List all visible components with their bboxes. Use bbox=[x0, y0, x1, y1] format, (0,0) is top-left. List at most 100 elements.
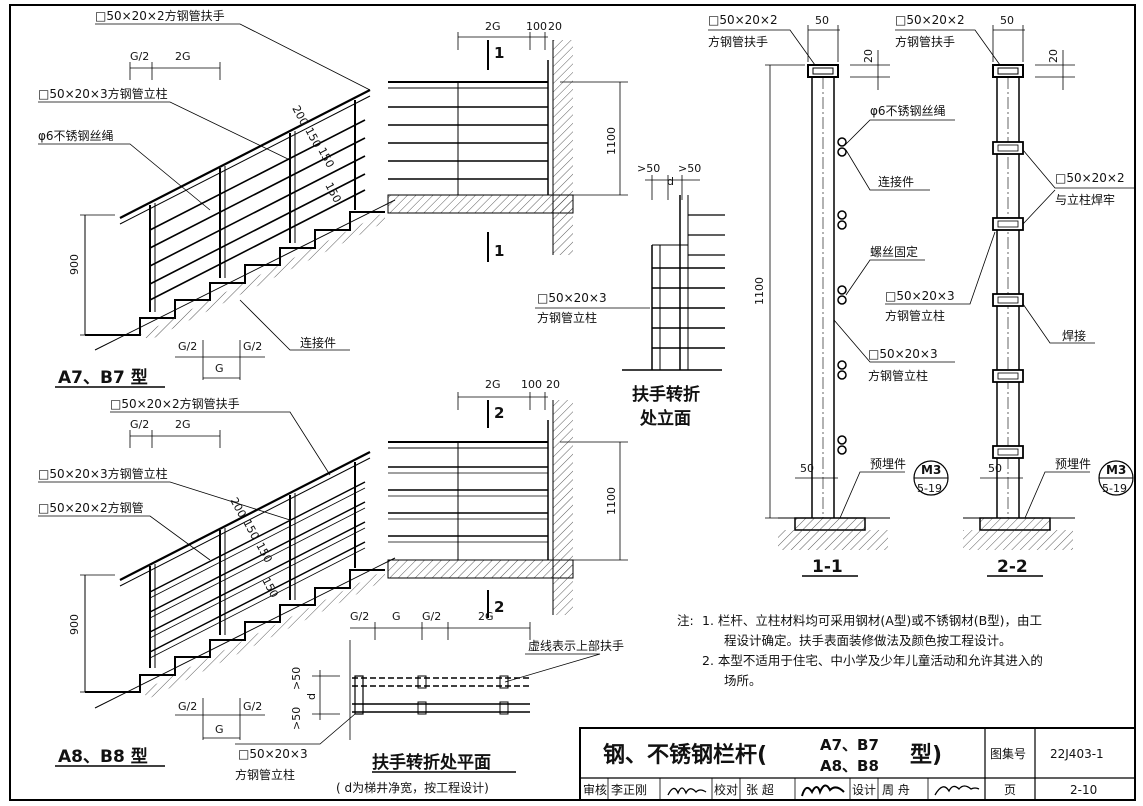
ref1-top: M3 bbox=[921, 463, 941, 477]
page-label: 页 bbox=[1004, 783, 1016, 797]
s11-rail-spec: □50×20×2 bbox=[708, 13, 778, 27]
turn-dim-gt50-r: >50 bbox=[678, 162, 701, 175]
turn-post-name: 方钢管立柱 bbox=[537, 310, 597, 325]
s11-screw: 螺丝固定 bbox=[870, 244, 918, 259]
s22-rail-spec: □50×20×2 bbox=[895, 13, 965, 27]
a7-dim-2g: 2G bbox=[175, 50, 191, 63]
a7-side-elevation bbox=[387, 32, 628, 262]
s11-cable: φ6不锈钢丝绳 bbox=[870, 104, 946, 118]
a7-handrail-label: □50×20×2方钢管扶手 bbox=[95, 8, 225, 23]
a7-elevation bbox=[38, 23, 396, 388]
a7s-dim-100: 100 bbox=[526, 20, 547, 33]
sheet-border bbox=[9, 4, 1136, 801]
plan-dim-gt50-b: >50 bbox=[290, 707, 303, 730]
a8-rail-label: □50×20×2方钢管 bbox=[38, 500, 144, 515]
a8-side-elevation bbox=[387, 392, 628, 618]
review-signature bbox=[667, 787, 707, 796]
a8-dim-g2: G/2 bbox=[130, 418, 149, 431]
a7-dim-200: 200 bbox=[289, 103, 310, 128]
title-block-text: 钢、不锈钢栏杆( A7、B7 A8、B8 型) 图集号 22J403-1 页 2… bbox=[583, 736, 1104, 797]
plan-dim-d: d bbox=[305, 693, 318, 700]
a7s-dim-1100: 1100 bbox=[605, 127, 618, 155]
s11-title: 1-1 bbox=[812, 557, 843, 577]
a8-handrail-label: □50×20×2方钢管扶手 bbox=[110, 396, 240, 411]
turn-plan-sub: ( d为梯井净宽，按工程设计) bbox=[336, 780, 489, 795]
design-signature bbox=[934, 785, 980, 796]
a7-dim-g2-bl: G/2 bbox=[178, 340, 197, 353]
s22-dim-50: 50 bbox=[1000, 14, 1014, 27]
turn-post-spec: □50×20×3 bbox=[537, 291, 607, 305]
turn-dim-d: d bbox=[667, 175, 674, 188]
a7s-dim-20: 20 bbox=[548, 20, 562, 33]
a7-side-text: 2G 100 20 1100 1 1 bbox=[485, 20, 618, 260]
s22-post-spec: □50×20×3 bbox=[885, 289, 955, 303]
section-2-2 bbox=[885, 25, 1135, 577]
turn-elev-title-1: 扶手转折 bbox=[632, 384, 700, 405]
title-block bbox=[579, 727, 1136, 801]
a8-dim-g2-br: G/2 bbox=[243, 700, 262, 713]
a8-dim-150c: 150 bbox=[259, 575, 280, 600]
title-code-bottom: A8、B8 bbox=[820, 757, 879, 775]
section-1-1 bbox=[708, 25, 955, 577]
s11-dim-50-b: 50 bbox=[800, 462, 814, 475]
note-1a: 1. 栏杆、立柱材料均可采用钢材(A型)或不锈钢材(B型)，由工 bbox=[702, 613, 1042, 628]
plan-dim-gt50-a: >50 bbox=[290, 667, 303, 690]
note-2a: 2. 本型不适用于住宅、中小学及少年儿童活动和允许其进入的 bbox=[702, 653, 1043, 668]
s22-dim-50-b: 50 bbox=[988, 462, 1002, 475]
a8s-dim-100: 100 bbox=[521, 378, 542, 391]
ref2-top: M3 bbox=[1106, 463, 1126, 477]
s11-post-spec: □50×20×3 bbox=[868, 347, 938, 361]
a8s-dim-20: 20 bbox=[546, 378, 560, 391]
review-name: 李正刚 bbox=[611, 782, 647, 797]
turn-dim-gt50-l: >50 bbox=[637, 162, 660, 175]
title-main: 钢、不锈钢栏杆( bbox=[603, 742, 767, 768]
turn-plan-text: G/2 G G/2 2G >50 d >50 虚线表示上部扶手 □50×20×3… bbox=[235, 610, 624, 795]
s11-dim-20: 20 bbox=[862, 49, 875, 63]
check-label: 校对 bbox=[714, 782, 738, 797]
a7-dim-150b: 150 bbox=[315, 145, 336, 170]
note-1b: 程设计确定。扶手表面装修做法及颜色按工程设计。 bbox=[724, 633, 1012, 648]
a8-side-text: 2G 100 20 1100 2 2 bbox=[485, 378, 618, 616]
a8-dim-2g: 2G bbox=[175, 418, 191, 431]
s11-embed: 预埋件 bbox=[870, 457, 906, 471]
a7-dim-900: 900 bbox=[68, 254, 81, 275]
design-label: 设计 bbox=[852, 783, 876, 797]
ref-symbol-1: M3 5-19 bbox=[913, 460, 949, 496]
s22-weld-name: 与立柱焊牢 bbox=[1055, 192, 1115, 207]
a8s-sec-2-bot: 2 bbox=[494, 598, 504, 616]
a8-dim-150a: 150 bbox=[240, 517, 261, 542]
a7s-sec-1-top: 1 bbox=[494, 44, 504, 62]
a7-cable-label: φ6不锈钢丝绳 bbox=[38, 129, 114, 143]
atlas-no: 22J403-1 bbox=[1050, 747, 1104, 761]
s11-dim-1100: 1100 bbox=[753, 277, 766, 305]
a7-post-label: □50×20×3方钢管立柱 bbox=[38, 86, 168, 101]
plan-dashed-note: 虚线表示上部扶手 bbox=[528, 638, 624, 653]
s22-dim-20: 20 bbox=[1047, 49, 1060, 63]
a8-elevation bbox=[38, 411, 396, 767]
a8-dim-g2-bl: G/2 bbox=[178, 700, 197, 713]
plan-post-name: 方钢管立柱 bbox=[235, 767, 295, 782]
section-2-2-text: □50×20×2 方钢管扶手 50 20 50 □50×20×2 与立柱焊牢 □… bbox=[885, 13, 1125, 577]
a7-dim-g2-br: G/2 bbox=[243, 340, 262, 353]
title-end: 型) bbox=[910, 743, 942, 768]
ref-symbol-2: M3 5-19 bbox=[1098, 460, 1134, 496]
plan-dim-2g: 2G bbox=[478, 610, 494, 623]
a8-dim-g: G bbox=[215, 723, 224, 736]
s11-post-name: 方钢管立柱 bbox=[868, 368, 928, 383]
a7-text: □50×20×2方钢管扶手 □50×20×3方钢管立柱 φ6不锈钢丝绳 连接件 … bbox=[38, 8, 344, 388]
s22-post-name: 方钢管立柱 bbox=[885, 308, 945, 323]
plan-dim-g2-a: G/2 bbox=[350, 610, 369, 623]
a7s-dim-2g: 2G bbox=[485, 20, 501, 33]
s22-welding: 焊接 bbox=[1062, 328, 1086, 343]
a7-dim-150c: 150 bbox=[322, 180, 343, 205]
check-name: 张 超 bbox=[746, 782, 774, 797]
a8-dim-900: 900 bbox=[68, 614, 81, 635]
plan-dim-g: G bbox=[392, 610, 401, 623]
s11-connector: 连接件 bbox=[878, 174, 914, 189]
s11-rail-name: 方钢管扶手 bbox=[708, 34, 768, 49]
turn-plan bbox=[235, 622, 601, 773]
a7s-sec-1-bot: 1 bbox=[494, 242, 504, 260]
note-2b: 场所。 bbox=[724, 673, 762, 688]
a7-dim-150a: 150 bbox=[302, 125, 323, 150]
design-name: 周 舟 bbox=[882, 783, 910, 797]
